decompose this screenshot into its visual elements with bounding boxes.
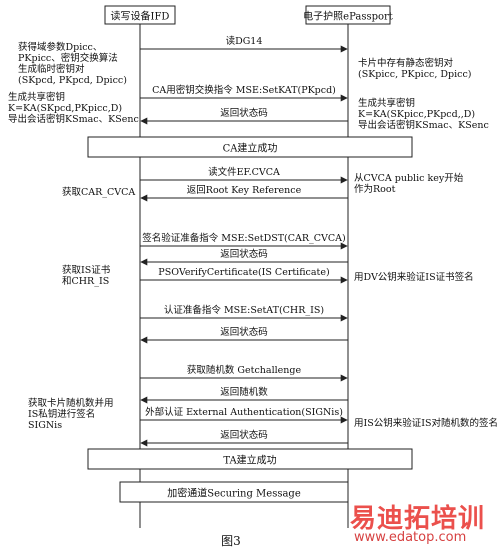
message-label-14: 返回状态码 bbox=[220, 430, 268, 441]
message-label-11: 获取随机数 Getchallenge bbox=[186, 365, 302, 376]
right-note-dv-verify: 用DV公钥来验证IS证书签名 bbox=[354, 272, 474, 283]
phase-box-secure bbox=[119, 481, 349, 503]
figure-caption: 图3 bbox=[221, 534, 241, 548]
left-note-is-cert: 获取IS证书 和CHR_IS bbox=[62, 265, 111, 287]
message-arrows bbox=[140, 45, 348, 447]
participant-right-label: 电子护照ePassport bbox=[303, 11, 393, 23]
message-label-3: 返回状态码 bbox=[220, 108, 268, 119]
right-note-is-verify: 用IS公钥来验证IS对随机数的签名 bbox=[354, 418, 499, 429]
right-note-static-keys: 卡片中存有静态密钥对 (SKpicc, PKpicc, Dpicc) bbox=[358, 58, 472, 80]
phase-label-ca: CA建立成功 bbox=[222, 143, 278, 155]
message-label-5: 返回Root Key Reference bbox=[186, 185, 302, 196]
left-note-random-sign: 获取卡片随机数并用 IS私钥进行签名 SIGNis bbox=[28, 398, 114, 431]
phase-label-ta: TA建立成功 bbox=[223, 455, 277, 467]
watermark-logo-text: 易迪拓培训 bbox=[350, 504, 486, 534]
left-note-domain-params: 获得域参数Dpicc、 PKpicc、密钥交换算法 生成临时密钥对 (SKpcd… bbox=[18, 42, 127, 86]
message-label-8: PSOVerifyCertificate(IS Certificate) bbox=[158, 267, 330, 278]
phase-label-secure: 加密通道Securing Message bbox=[167, 488, 301, 500]
left-note-shared-key: 生成共享密钥 K=KA(SKpcd,PKpicc,D) 导出会话密钥KSmac、… bbox=[8, 92, 139, 125]
message-label-12: 返回随机数 bbox=[220, 387, 268, 398]
message-label-2: CA用密钥交换指令 MSE:SetKAT(PKpcd) bbox=[152, 85, 336, 96]
left-note-car-cvca: 获取CAR_CVCA bbox=[62, 187, 136, 198]
message-label-4: 读文件EF.CVCA bbox=[208, 167, 280, 178]
right-note-shared-key: 生成共享密钥 K=KA(SKpicc,PKpcd,,D) 导出会话密钥KSmac… bbox=[358, 98, 489, 131]
participant-left-label: 读写设备IFD bbox=[110, 11, 170, 23]
message-label-10: 返回状态码 bbox=[220, 327, 268, 338]
message-label-13: 外部认证 External Authentication(SIGNis) bbox=[145, 407, 343, 418]
message-label-1: 读DG14 bbox=[225, 36, 263, 47]
right-note-cvca-root: 从CVCA public key开始 作为Root bbox=[354, 173, 464, 195]
phase-box-ta bbox=[87, 448, 413, 470]
watermark-url: www.edatop.com bbox=[354, 530, 467, 545]
message-label-6: 签名验证准备指令 MSE:SetDST(CAR_CVCA) bbox=[142, 233, 346, 244]
message-label-7: 返回状态码 bbox=[220, 249, 268, 260]
message-label-9: 认证准备指令 MSE:SetAT(CHR_IS) bbox=[163, 305, 325, 316]
phase-box-ca bbox=[87, 136, 413, 158]
